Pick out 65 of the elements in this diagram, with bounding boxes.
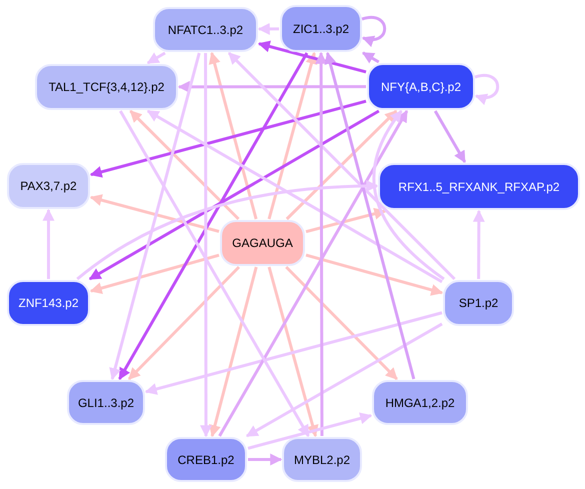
node-label: HMGA1,2.p2 [385,394,455,412]
rounded-node [367,63,475,110]
arrow [109,52,201,380]
arrow [472,210,485,279]
arrow [90,194,220,233]
node-label: RFX1..5_RFXANK_RFXAP.p2 [398,178,560,196]
arrow [286,110,398,220]
arrow [306,208,386,234]
arrow [362,16,386,46]
arrow [268,52,318,220]
arrow [246,322,443,438]
node-label: ZNF143.p2 [18,295,79,312]
arrow [209,266,258,438]
arrow [129,110,240,220]
rounded-node [372,380,468,425]
rounded-node [378,163,580,210]
node-label: NFY{A,B,C}.p2 [380,78,462,96]
node-label: NFATC1..3.p2 [168,22,244,38]
arrow [119,110,310,438]
rounded-node [443,280,514,326]
node-label: SP1.p2 [458,295,498,312]
node-label: GLI1..3.p2 [78,394,134,412]
node-label: TAL1_TCF{3,4,12}.p2 [48,79,164,96]
rounded-node [35,64,178,110]
arrow [324,52,416,380]
node-label: PAX3,7.p2 [20,178,77,195]
arrow [178,80,366,93]
node-label: MYBL2.p2 [294,452,350,468]
arrow [144,311,442,395]
arrow [228,52,456,280]
rounded-node [7,280,90,326]
arrow [285,266,398,380]
arrow [218,110,408,437]
rounded-node [67,380,145,425]
rounded-node [280,5,362,52]
arrow [248,412,372,450]
arrow [76,180,378,280]
arrow [146,52,166,64]
arrow [372,110,445,280]
arrow [200,53,212,438]
arrow [258,40,366,74]
rounded-node [153,7,258,52]
node-label: CREB1.p2 [178,452,234,468]
arrow [248,454,282,466]
node-label: GAGAUGA [232,235,293,252]
arrow [315,52,328,436]
arrow [362,52,380,64]
arrow [88,110,380,280]
node-label: ZIC1..3.p2 [292,20,350,38]
arrow [258,22,280,35]
rounded-node [282,437,362,482]
arrow [118,52,308,380]
arrow [208,52,258,220]
arrow [268,266,318,438]
rounded-node [220,220,305,266]
arrow [42,208,54,279]
rounded-node [7,163,90,209]
rounded-node [165,437,247,482]
arrow [474,74,500,104]
arrow [90,254,220,294]
arrow [434,110,466,164]
arrow [128,266,240,380]
arrow [146,110,443,284]
arrow [90,100,366,178]
arrow [306,254,444,296]
